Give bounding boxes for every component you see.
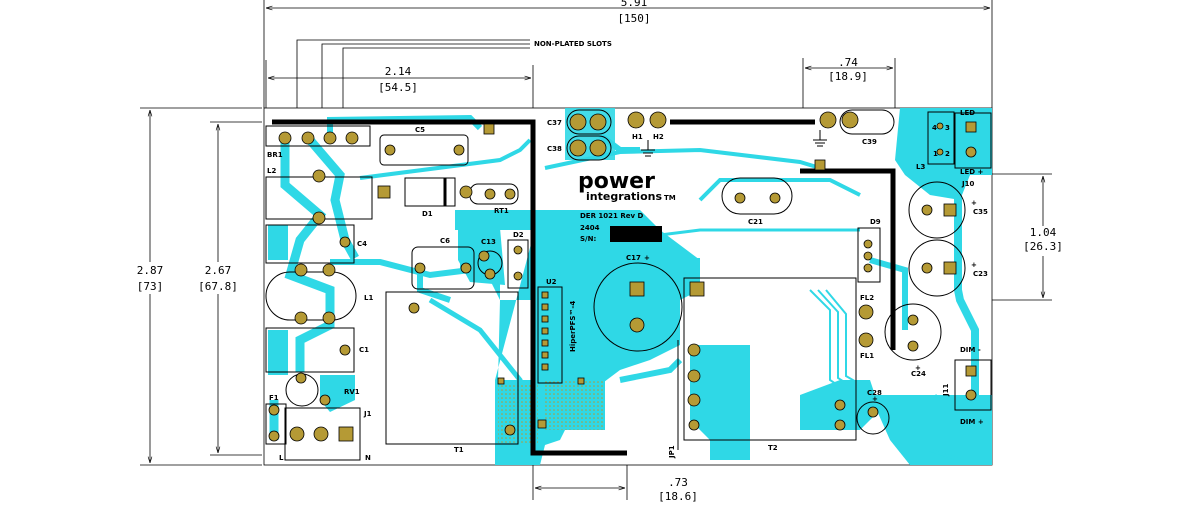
designator-c6: C6 xyxy=(440,237,450,245)
u2-part-name: HiperPFS™-4 xyxy=(569,301,577,352)
designator-c21: C21 xyxy=(748,218,763,226)
designator-c38: C38 xyxy=(547,145,562,153)
designator-c1: C1 xyxy=(359,346,369,354)
c35-polarity: + xyxy=(971,199,977,207)
designator-t2: T2 xyxy=(768,444,778,452)
dim-ground-spacing-inch: .74 xyxy=(838,56,858,69)
dim-board-height-mm: [73] xyxy=(137,280,164,293)
designator-l1: L1 xyxy=(364,294,373,302)
dim-inner-height-inch: 2.67 xyxy=(205,264,232,277)
designator-jp1: JP1 xyxy=(668,445,676,459)
dim-board-height-inch: 2.87 xyxy=(137,264,164,277)
c17-polarity: + xyxy=(644,254,650,262)
non-plated-slots-note: NON-PLATED SLOTS xyxy=(534,40,612,48)
led-minus-label: LED - xyxy=(960,109,980,117)
dim-inner-height-mm: [67.8] xyxy=(198,280,238,293)
designator-d9: D9 xyxy=(870,218,881,226)
designator-l3: L3 xyxy=(916,163,925,171)
dim-slot-offset-mm: [54.5] xyxy=(378,81,418,94)
l3-pin-1: 1 xyxy=(933,150,938,158)
designator-d1: D1 xyxy=(422,210,433,218)
designator-l2: L2 xyxy=(267,167,276,175)
dim-led-cap-spacing-mm: [26.3] xyxy=(1023,240,1063,253)
serial-number-box xyxy=(610,226,662,242)
designator-c35: C35 xyxy=(973,208,988,216)
dimension-labels: 5.91 [150] 2.14 [54.5] .74 [18.9] 2.87 [… xyxy=(132,0,1068,503)
designator-rt1: RT1 xyxy=(494,207,509,215)
copper-traces xyxy=(268,108,992,465)
logo-tm-text: TM xyxy=(664,194,676,202)
designator-h1: H1 xyxy=(632,133,643,141)
designator-fl2: FL2 xyxy=(860,294,874,302)
designator-d2: D2 xyxy=(513,231,524,239)
designator-fl1: FL1 xyxy=(860,352,874,360)
designator-c24: C24 xyxy=(911,370,926,378)
designator-j11: J11 xyxy=(942,384,950,397)
designator-br1: BR1 xyxy=(267,151,283,159)
j1-neutral-label: N xyxy=(365,454,371,462)
designator-rv1: RV1 xyxy=(344,388,360,396)
designator-t1: T1 xyxy=(454,446,464,454)
dim-ground-spacing-mm: [18.9] xyxy=(828,70,868,83)
dim-plus-label: DIM + xyxy=(960,418,984,426)
designator-c23: C23 xyxy=(973,270,988,278)
dim-bottom-offset-inch: .73 xyxy=(668,476,688,489)
pads xyxy=(268,111,977,442)
power-integrations-logo: power integrations TM xyxy=(578,169,676,203)
dim-led-cap-spacing-inch: 1.04 xyxy=(1030,226,1057,239)
logo-power-text: power xyxy=(578,169,655,194)
c24-polarity: + xyxy=(915,364,921,372)
designator-c5: C5 xyxy=(415,126,425,134)
dim-slot-offset-inch: 2.14 xyxy=(385,65,412,78)
led-plus-label: LED + xyxy=(960,168,983,176)
ground-symbol xyxy=(641,130,827,157)
dim-overall-width-inch: 5.91 xyxy=(621,0,648,9)
designator-u2: U2 xyxy=(546,278,557,286)
logo-integrations-text: integrations xyxy=(586,190,662,203)
designator-c17: C17 xyxy=(626,254,641,262)
serial-number-label: S/N: xyxy=(580,235,596,243)
designator-c13: C13 xyxy=(481,238,496,246)
l3-pin-3: 3 xyxy=(945,124,950,132)
board-part-number: DER 1021 Rev D xyxy=(580,212,643,220)
designator-f1: F1 xyxy=(269,394,279,402)
dim-minus-label: DIM - xyxy=(960,346,981,354)
designator-h2: H2 xyxy=(653,133,664,141)
dim-overall-width-mm: [150] xyxy=(617,12,650,25)
dim-bottom-offset-mm: [18.6] xyxy=(658,490,698,503)
designator-c4: C4 xyxy=(357,240,367,248)
c23-polarity: + xyxy=(971,261,977,269)
designator-c39: C39 xyxy=(862,138,877,146)
component-outlines xyxy=(265,109,992,461)
designator-c28: C28 xyxy=(867,389,882,397)
u2-pins xyxy=(541,291,549,371)
designator-j10: J10 xyxy=(961,180,974,188)
l3-pin-2: 2 xyxy=(945,150,950,158)
heatsink-outlines xyxy=(272,119,896,456)
l3-pin-4: 4 xyxy=(932,124,937,132)
designator-j1: J1 xyxy=(363,410,372,418)
board-date-code: 2404 xyxy=(580,224,600,232)
reference-designators: BR1 C5 C37 C38 H1 H2 C39 L2 D1 RT1 C21 C… xyxy=(267,109,988,462)
designator-c37: C37 xyxy=(547,119,562,127)
j1-line-label: L xyxy=(279,454,284,462)
c28-polarity: + xyxy=(872,395,878,403)
